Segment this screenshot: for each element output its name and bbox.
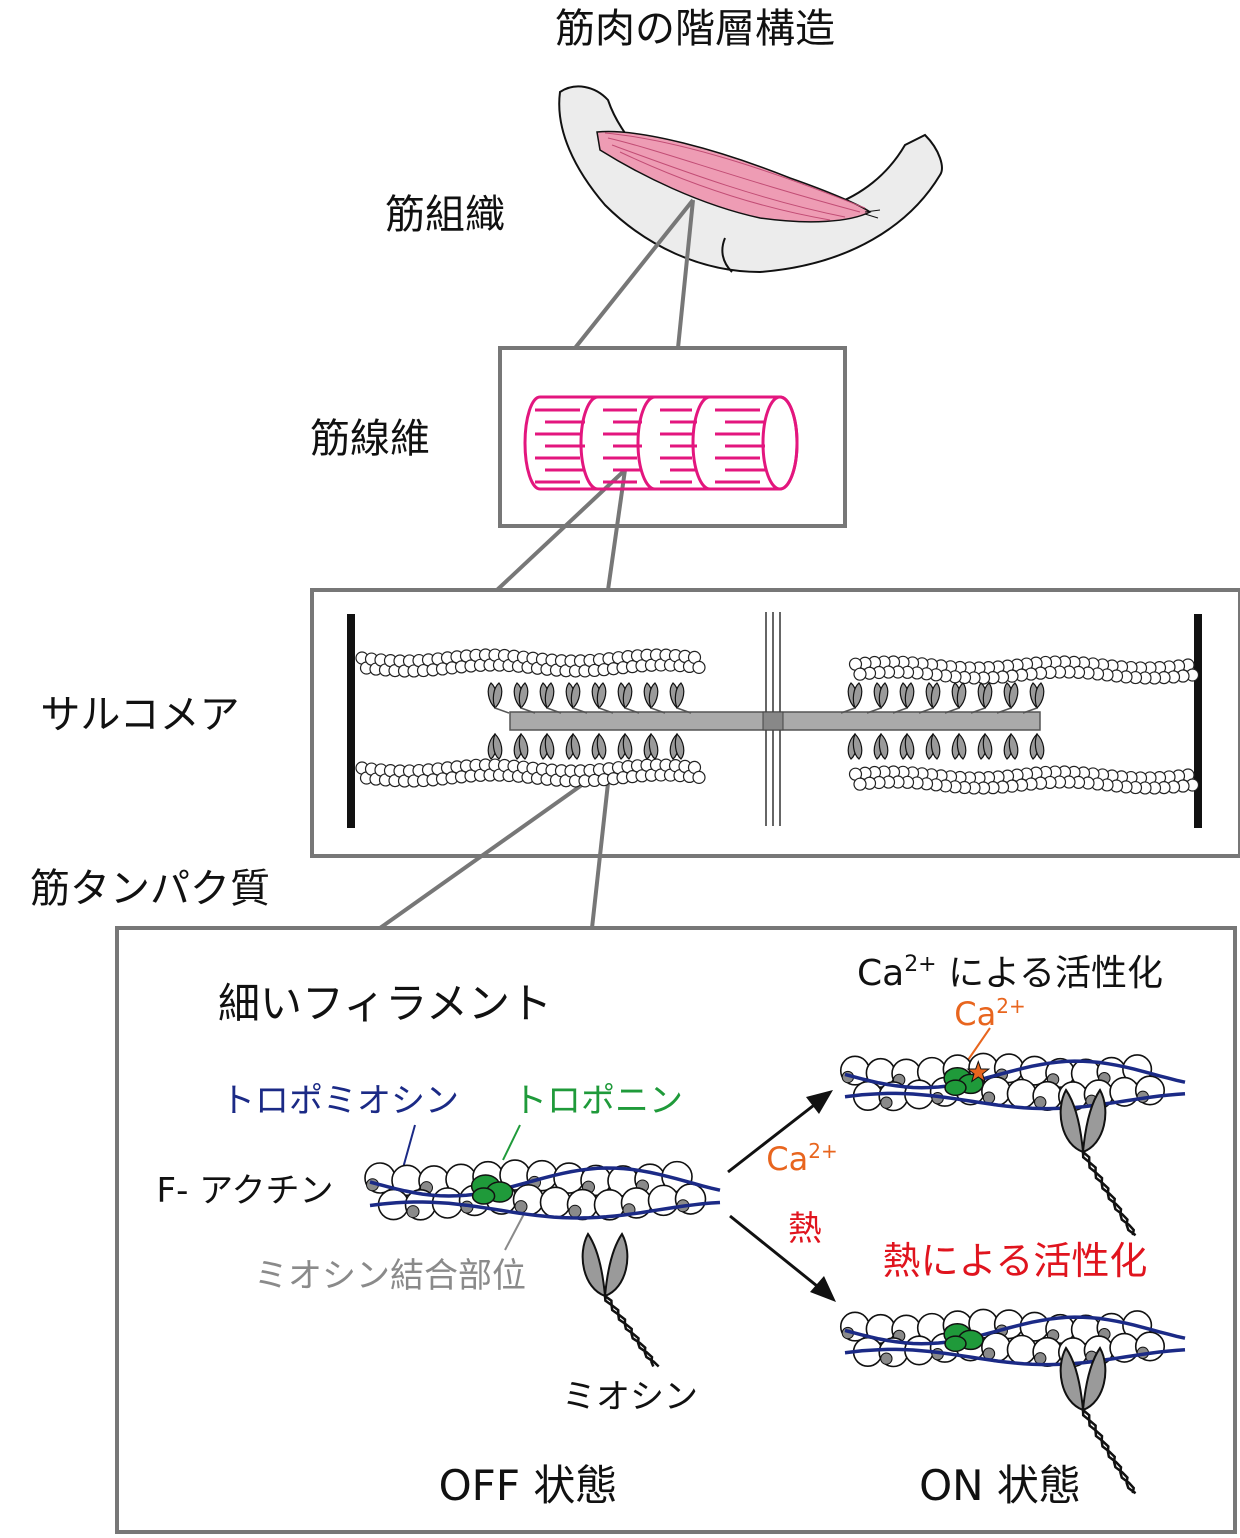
myosin-head [581, 1233, 629, 1297]
sarcomere-myosin-head [669, 733, 685, 760]
sarcomere-myosin-head [1029, 682, 1045, 709]
fiber-box [498, 346, 847, 528]
label-troponin: トロポニン [513, 1081, 683, 1121]
sarcomere-box [310, 588, 1240, 858]
sarcomere-actin-bead [853, 777, 867, 791]
sarcomere-myosin-head [617, 682, 633, 709]
muscle-fiber-cylinder [523, 395, 799, 491]
label-heat-arrow: 熱 [788, 1209, 822, 1249]
sarcomere-myosin-head [1003, 682, 1019, 709]
sarcomere-myosin-head [899, 682, 915, 709]
heat-activated-filament [839, 1308, 1186, 1495]
sarcomere-myosin-head [565, 682, 581, 709]
sarcomere-myosin-head [617, 733, 633, 760]
sarcomere-myosin-head [873, 682, 889, 709]
myosin-binding-site [1034, 1352, 1047, 1365]
sarcomere-myosin-head [925, 682, 941, 709]
sarcomere-myosin-head [1029, 733, 1045, 760]
sarcomere-myosin-head [643, 733, 659, 760]
troponin-subunit [944, 1079, 967, 1097]
label-myosin: ミオシン [562, 1377, 698, 1417]
sarcomere-myosin-head [1003, 733, 1019, 760]
sarcomere-myosin-head [847, 682, 863, 709]
myosin-binding-site [406, 1205, 420, 1219]
sarcomere-actin-bead [853, 667, 867, 681]
sarcomere-myosin-head [669, 682, 685, 709]
z-line-left [347, 614, 355, 828]
myosin-molecule [1059, 1089, 1137, 1237]
label-muscle-protein: 筋タンパク質 [30, 866, 270, 912]
sarcomere-myosin-head [539, 682, 555, 709]
label-muscle-tissue: 筋組織 [385, 192, 505, 238]
sarcomere-myosin-head [951, 682, 967, 709]
sarcomere-myosin-head [591, 682, 607, 709]
label-ca-ion: Ca2+ [954, 994, 1025, 1033]
myosin-binding-site [880, 1096, 893, 1109]
z-line-right [1194, 614, 1202, 828]
filament-box [115, 926, 1237, 1534]
label-ca-arrow: Ca2+ [766, 1139, 837, 1178]
myosin-binding-site [1034, 1096, 1047, 1109]
off-state-filament [364, 1159, 721, 1221]
tropomyosin-strand [844, 1347, 1186, 1367]
binding-site-leader [504, 1211, 526, 1251]
troponin-subunit [944, 1335, 967, 1353]
tropomyosin-strand [844, 1315, 1186, 1346]
myosin-molecule [1059, 1347, 1137, 1495]
label-off-state: OFF 状態 [439, 1461, 618, 1510]
label-tropomyosin: トロポミオシン [221, 1081, 459, 1121]
tropomyosin-strand [844, 1059, 1186, 1090]
troponin-leader [502, 1124, 521, 1161]
zoom-connectors [378, 198, 695, 930]
sarcomere [347, 612, 1202, 828]
muscle-tissue-illustration [558, 85, 943, 274]
sarcomere-actin-bead [692, 770, 706, 784]
tropomyosin-strand [844, 1091, 1186, 1111]
heat-arrow [729, 1214, 836, 1302]
sarcomere-myosin-head [977, 733, 993, 760]
actin-monomer [1006, 1078, 1037, 1109]
sarcomere-myosin-head [539, 733, 555, 760]
sarcomere-myosin-head [487, 733, 503, 760]
sarcomere-myosin-head [899, 733, 915, 760]
calcium-ion-star [966, 1059, 991, 1083]
sarcomere-myosin-head [847, 733, 863, 760]
sarcomere-actin-bead [692, 660, 706, 674]
myosin-binding-site [568, 1204, 582, 1218]
sarcomere-myosin-head [873, 733, 889, 760]
label-f-actin: F- アクチン [157, 1171, 334, 1211]
myosin-binding-site [514, 1200, 528, 1214]
tropomyosin-strand [369, 1200, 721, 1220]
sarcomere-myosin-head [565, 733, 581, 760]
label-on-state: ON 状態 [919, 1461, 1081, 1510]
sarcomere-myosin-head [513, 682, 529, 709]
thin-filament-title: 細いフィラメント [218, 979, 552, 1028]
actin-monomer [539, 1186, 572, 1219]
tropomyosin-leader [402, 1124, 416, 1169]
label-sarcomere: サルコメア [40, 692, 239, 738]
myosin-binding-site [880, 1352, 893, 1365]
label-ca-activation: Ca2+ による活性化 [857, 952, 1163, 994]
tropomyosin-strand [369, 1166, 721, 1198]
ca-activated-filament [839, 1052, 1186, 1237]
sarcomere-myosin-head [513, 733, 529, 760]
sarcomere-myosin-head [591, 733, 607, 760]
sarcomere-myosin-head [487, 682, 503, 709]
free-myosin-molecule [581, 1233, 660, 1368]
label-muscle-fiber: 筋線維 [310, 416, 430, 462]
troponin-subunit [471, 1187, 496, 1205]
label-myosin-binding-site: ミオシン結合部位 [254, 1256, 526, 1296]
calcium-leader [967, 1027, 991, 1061]
sarcomere-myosin-head [951, 733, 967, 760]
label-heat-activation: 熱による活性化 [883, 1239, 1148, 1283]
sarcomere-myosin-head [643, 682, 659, 709]
actin-monomer [1006, 1334, 1037, 1365]
ca-arrow [727, 1090, 833, 1174]
sarcomere-myosin-head [977, 682, 993, 709]
diagram-title: 筋肉の階層構造 [555, 6, 835, 52]
sarcomere-myosin-head [925, 733, 941, 760]
